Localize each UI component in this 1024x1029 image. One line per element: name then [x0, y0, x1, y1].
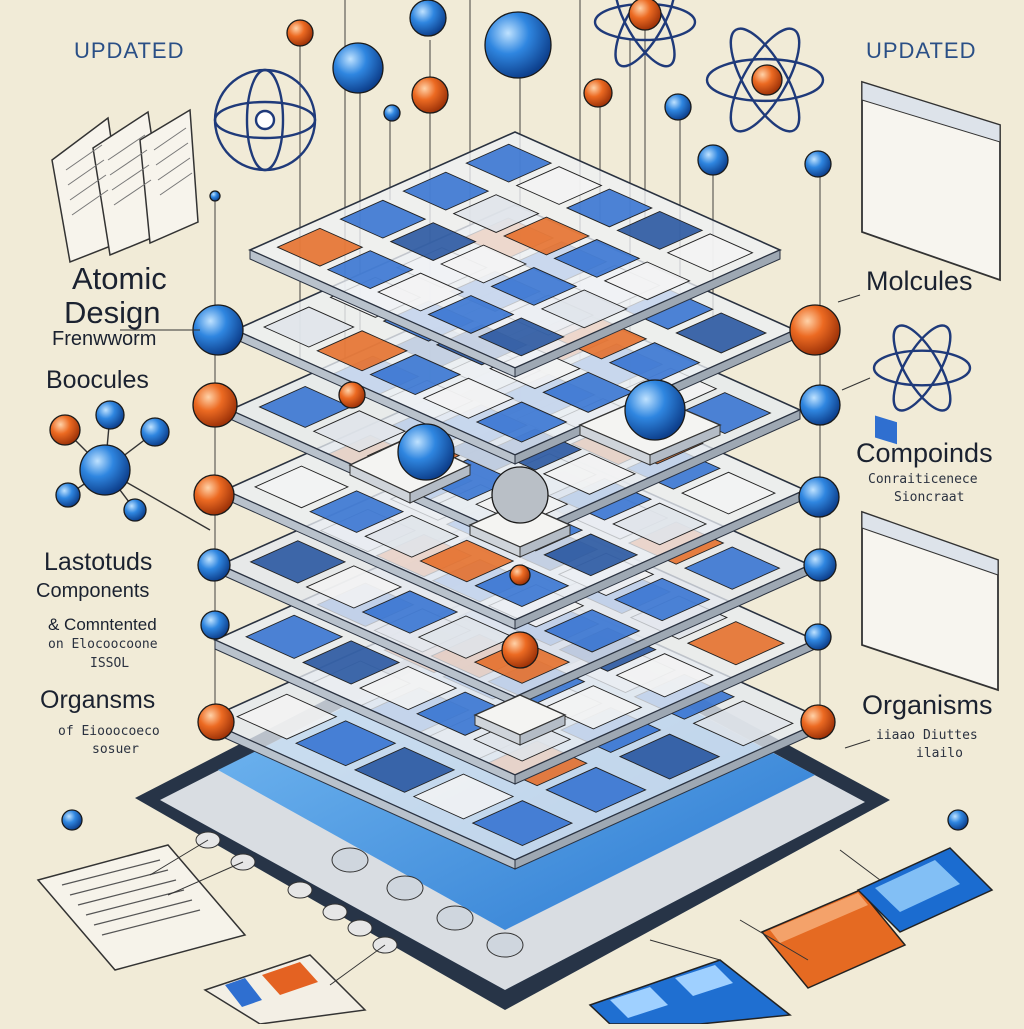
spheres	[49, 0, 969, 831]
blue-sphere-39	[947, 809, 969, 831]
label-boocules: Boocules	[46, 366, 149, 394]
blue-sphere-33	[397, 423, 455, 481]
blue-sphere-25	[55, 482, 81, 508]
label-organisms-left-sub-1: of Eiooocoeco	[58, 724, 160, 739]
orange-sphere-36	[509, 564, 531, 586]
blue-sphere-30	[803, 548, 837, 582]
orange-sphere-14	[338, 381, 366, 409]
blue-sphere-15	[192, 304, 244, 356]
blue-sphere-11	[697, 144, 729, 176]
label-compoinds-sub-2: Sioncraat	[894, 490, 965, 505]
blue-sphere-12	[804, 150, 832, 178]
card-connectors	[149, 839, 881, 986]
blue-sphere-3	[409, 0, 447, 37]
orange-sphere-16	[192, 382, 238, 428]
tablet-buttons	[195, 831, 524, 958]
updated-tag-left: UPDATED	[74, 38, 185, 63]
card-bottom-center	[588, 959, 792, 1025]
paper-stack-icon	[51, 108, 199, 264]
label-compoinds-sub-1: Conraiticenece	[868, 472, 978, 487]
blue-sphere-31	[804, 623, 832, 651]
blue-sphere-23	[140, 417, 170, 447]
blue-sphere-34	[624, 379, 686, 441]
card-bottom-center-left	[203, 954, 367, 1025]
blue-sphere-26	[123, 498, 147, 522]
blue-sphere-9	[664, 93, 692, 121]
blue-sphere-22	[95, 400, 125, 430]
label-lastotuds: Lastotuds	[44, 548, 153, 576]
atom-icon-top-right	[705, 27, 825, 133]
orange-sphere-7	[628, 0, 662, 31]
orange-sphere-21	[49, 414, 81, 446]
leader-lines	[120, 294, 871, 749]
card-bottom-left	[36, 844, 247, 971]
orange-sphere-17	[193, 474, 235, 516]
blue-sphere-6	[484, 11, 552, 79]
orange-sphere-8	[583, 78, 613, 108]
label-comntented-sub-1: on Elocoocoone	[48, 637, 158, 652]
blue-sphere-19	[200, 610, 230, 640]
label-comntented-sub-2: ISSOL	[90, 656, 130, 671]
title-line-3: Frenwworm	[52, 328, 157, 350]
blue-sphere-29	[798, 476, 840, 518]
orange-sphere-32	[800, 704, 836, 740]
label-organisms-left-sub-2: sosuer	[92, 742, 139, 757]
window-top-right	[861, 80, 1001, 445]
orange-sphere-35	[501, 631, 539, 669]
atom-icon-right	[872, 324, 972, 412]
label-compoinds: Compoinds	[856, 438, 993, 468]
blue-sphere-28	[799, 384, 841, 426]
orange-sphere-5	[411, 76, 449, 114]
title-line-2: Design	[64, 295, 161, 330]
orange-sphere-20	[197, 703, 235, 741]
blue-sphere-4	[383, 104, 401, 122]
globe-atom-icon	[213, 68, 317, 172]
label-organisms-right-sub-1: iiaao Diuttes	[876, 728, 978, 743]
gray-sphere-37	[491, 466, 549, 524]
title-line-1: Atomic	[72, 261, 167, 296]
blue-sphere-18	[197, 548, 231, 582]
blue-sphere-13	[209, 190, 221, 202]
label-organisms-right-sub-2: ilailo	[916, 746, 963, 761]
window-mid-right	[861, 510, 999, 692]
label-molcules: Molcules	[866, 266, 973, 296]
blue-sphere-24	[79, 444, 131, 496]
sphere-pedestal-3	[468, 502, 572, 558]
updated-tag-right: UPDATED	[866, 38, 977, 63]
label-organisms-left: Organsms	[40, 686, 156, 714]
orange-sphere-10	[751, 64, 783, 96]
blue-sphere-38	[61, 809, 83, 831]
label-organisms-right: Organisms	[862, 690, 993, 720]
label-comntented: & Comntented	[48, 615, 157, 634]
label-components-left: Components	[36, 580, 150, 602]
orange-sphere-27	[789, 304, 841, 356]
card-bottom-right-orange	[760, 889, 907, 989]
sphere-pedestal-4	[473, 694, 567, 746]
blue-sphere-2	[332, 42, 384, 94]
card-bottom-right-blue	[856, 847, 994, 933]
layer-plane-7	[248, 131, 782, 378]
bottom-cards	[36, 839, 994, 1025]
orange-sphere-1	[286, 19, 314, 47]
